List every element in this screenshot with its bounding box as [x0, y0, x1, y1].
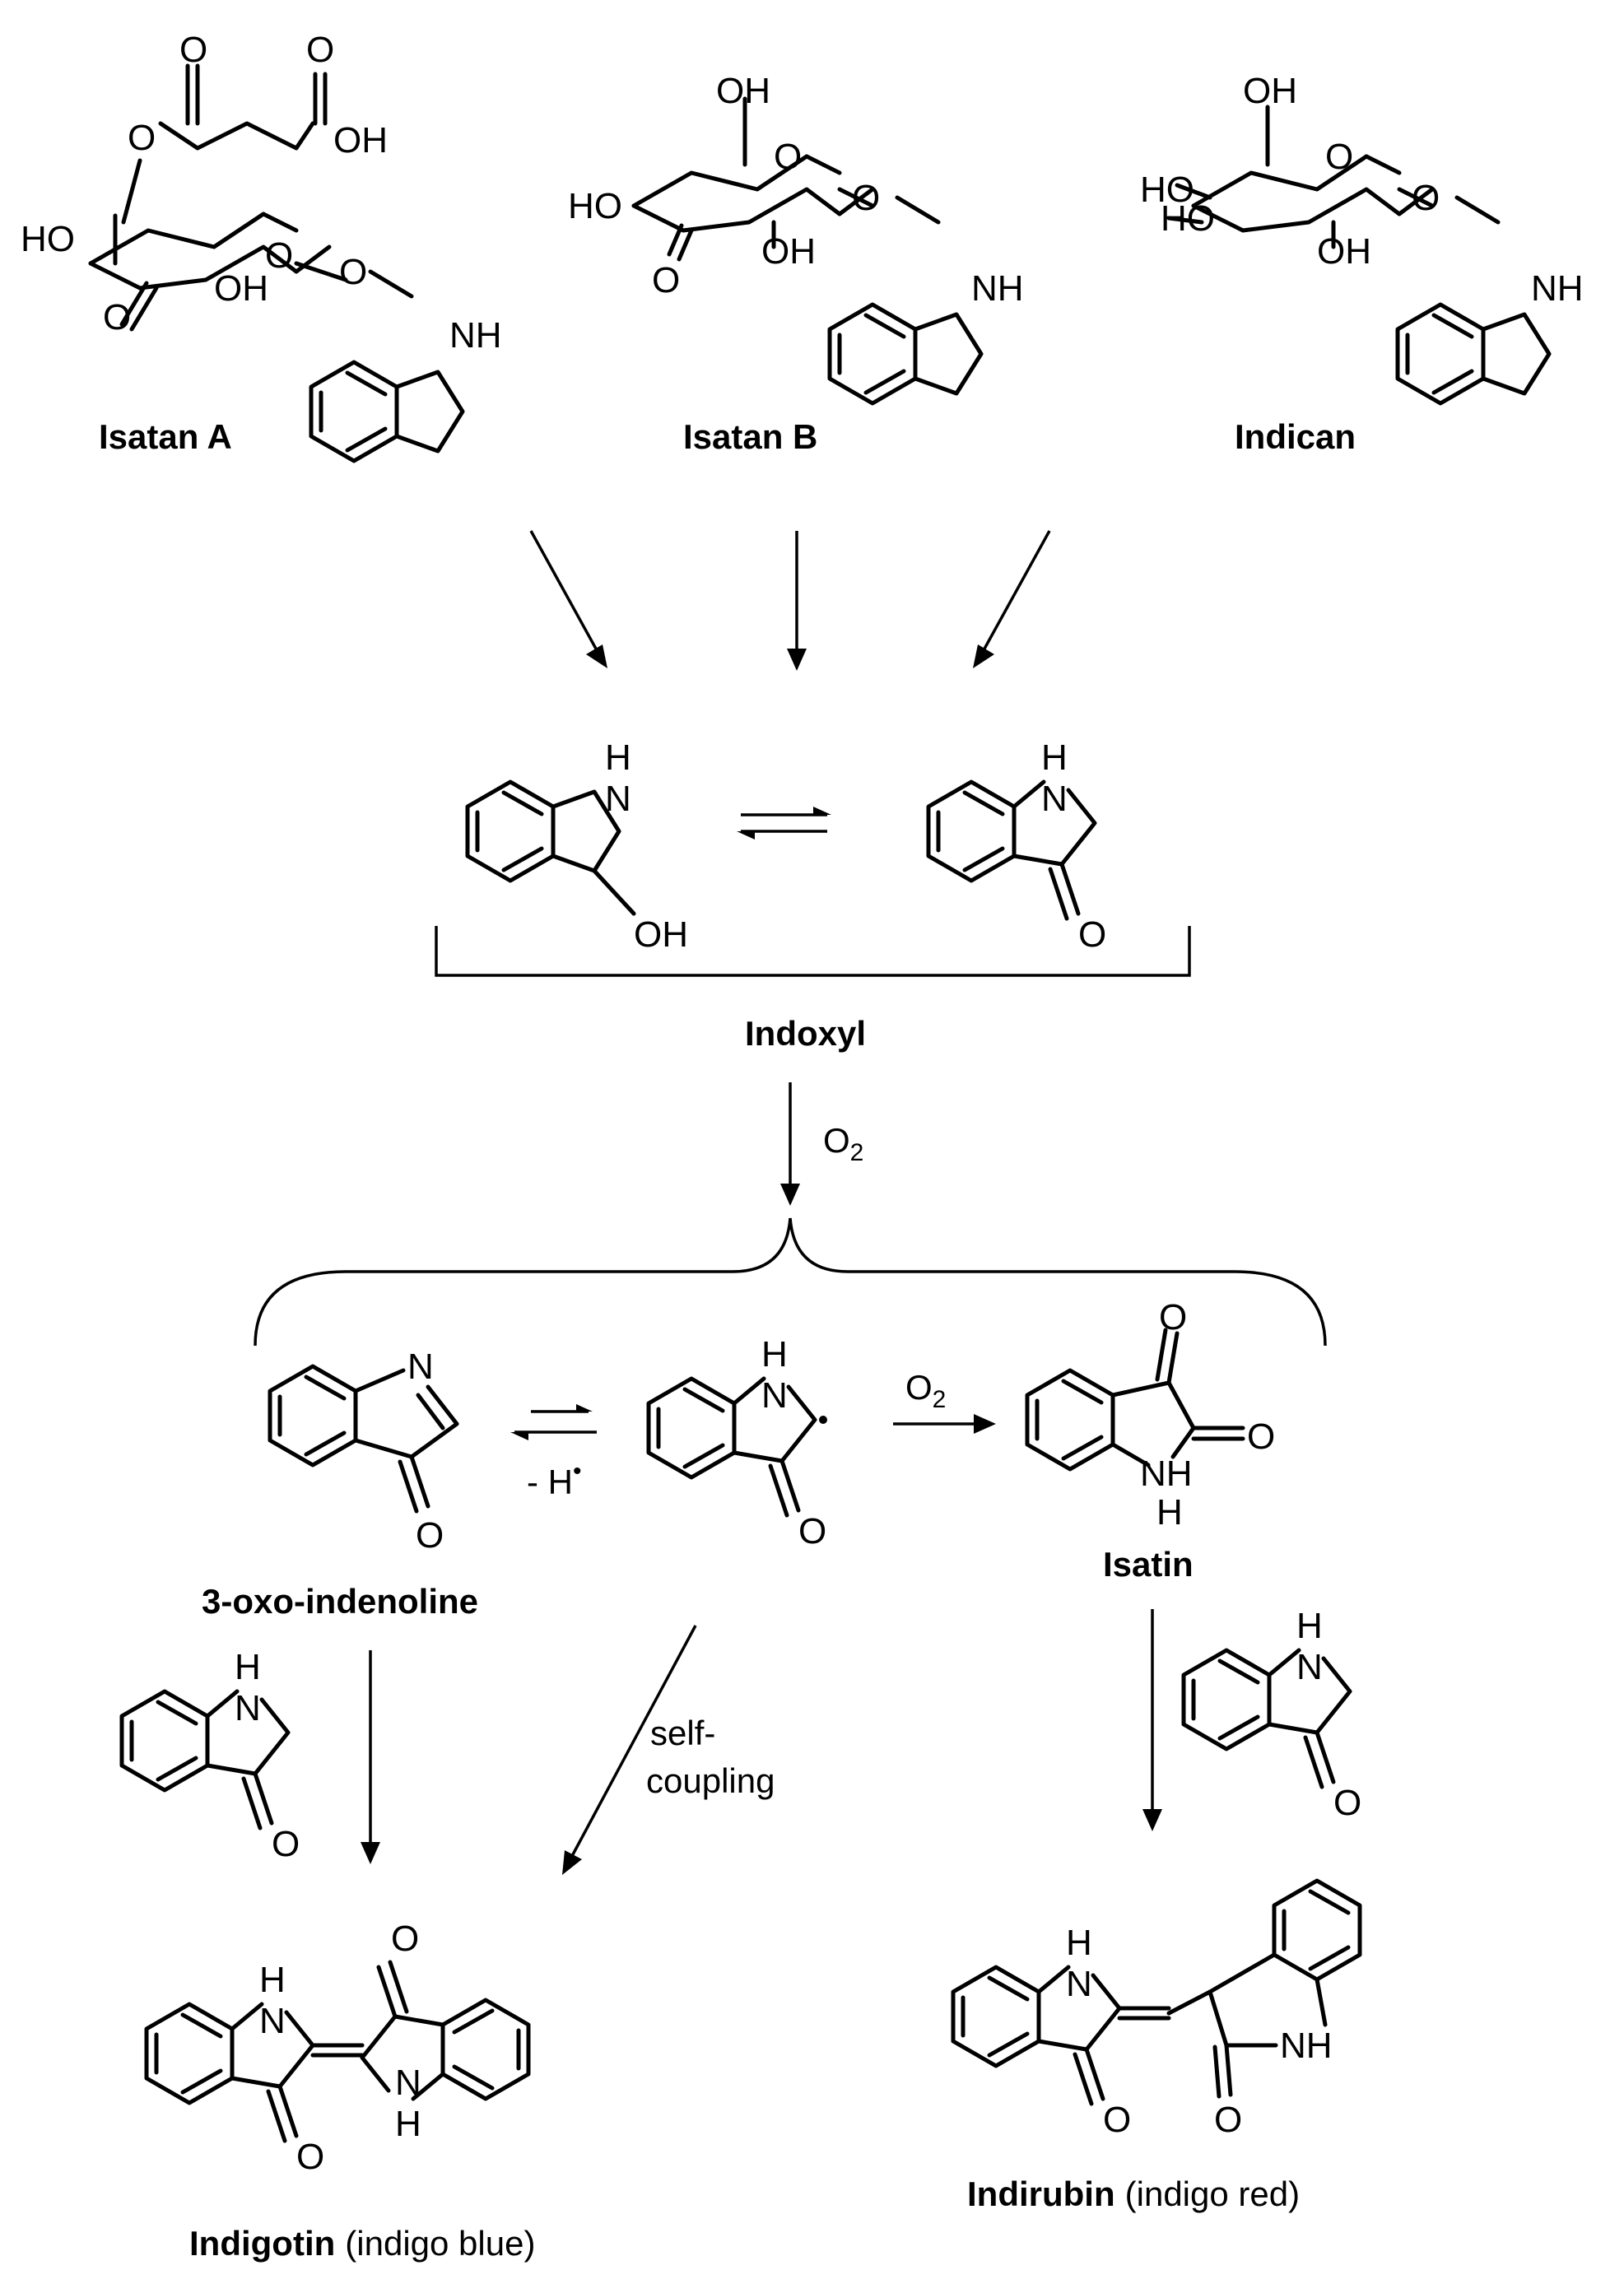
atom-o: O	[774, 137, 802, 177]
oxidation-arrow	[780, 1082, 800, 1206]
indigotin-structure: H N O O N H	[147, 1919, 528, 2177]
atom-n: N	[407, 1347, 434, 1387]
indoxyl-bracket	[435, 926, 1191, 977]
atom-o: O	[272, 1824, 300, 1864]
atom-oh: OH	[1317, 231, 1371, 272]
atom-o: O	[103, 297, 131, 337]
label-indoxyl: Indoxyl	[745, 1014, 866, 1053]
atom-n: N	[259, 2001, 286, 2041]
atom-o: O	[852, 178, 880, 218]
arrows-to-indoxyl	[529, 530, 1051, 671]
isatan-b-structure: OH HO O OH O O NH	[568, 71, 1024, 403]
radical-equilibrium-arrows	[510, 1404, 597, 1440]
atom-n: N	[1066, 1964, 1092, 2004]
atom-h: H	[1296, 1606, 1323, 1646]
arrow-to-indigotin-left	[361, 1650, 380, 1864]
indoxyl-reagent-left: H N O	[122, 1647, 300, 1864]
atom-nh: NH	[1531, 268, 1584, 309]
reagent-self-coupling: self-	[650, 1714, 715, 1752]
intermediates-brace	[254, 1217, 1327, 1347]
atom-n: N	[605, 779, 631, 819]
atom-ho: HO	[21, 219, 75, 259]
atom-h: H	[235, 1647, 261, 1687]
atom-n: N	[235, 1688, 261, 1728]
oxo-indenoline-structure: N O	[268, 1347, 459, 1556]
atom-ho: HO	[1140, 170, 1194, 210]
atom-o: O	[179, 30, 207, 70]
self-coupling-arrow	[562, 1625, 697, 1875]
atom-o: O	[1325, 137, 1353, 177]
atom-o: O	[1247, 1416, 1275, 1457]
atom-oh: OH	[716, 71, 770, 111]
label-indican: Indican	[1235, 417, 1356, 456]
indirubin-structure: H N O NH O	[953, 1878, 1362, 2140]
atom-o: O	[652, 260, 680, 300]
atom-oh: OH	[214, 268, 268, 309]
reagent-minus-h: - H•	[527, 1458, 582, 1501]
atom-oh: OH	[761, 231, 816, 272]
label-isatin: Isatin	[1103, 1545, 1194, 1584]
atom-ho: HO	[1161, 198, 1215, 239]
atom-nh: NH	[971, 268, 1024, 309]
atom-nh: NH	[449, 315, 502, 356]
label-isatan-a: Isatan A	[99, 417, 232, 456]
indoxyl-radical-structure: H N O	[649, 1334, 827, 1551]
atom-h: H	[1066, 1923, 1092, 1963]
label-indigotin: Indigotin(indigo blue)	[189, 2224, 535, 2263]
atom-n: N	[1041, 779, 1068, 819]
atom-h: H	[1041, 737, 1068, 778]
oxidation-to-isatin-arrow	[893, 1414, 996, 1434]
atom-o: O	[296, 2137, 324, 2177]
indoxyl-keto-structure: H N O	[928, 737, 1106, 955]
atom-o: O	[339, 252, 367, 292]
atom-nh: NH	[1140, 1454, 1193, 1494]
arrow-to-indirubin	[1142, 1609, 1162, 1831]
atom-o: O	[416, 1515, 444, 1556]
indoxyl-reagent-right: H N O	[1184, 1606, 1361, 1823]
isatan-a-structure: O O O OH HO O OH O O NH	[21, 30, 502, 461]
reagent-o2: O2	[823, 1121, 863, 1166]
isatin-structure: O O NH H	[1025, 1297, 1275, 1533]
atom-oh: OH	[1243, 71, 1297, 111]
label-oxo-indenoline: 3-oxo-indenoline	[202, 1582, 478, 1621]
label-isatan-b: Isatan B	[683, 417, 817, 456]
reagent-self-coupling: coupling	[646, 1761, 775, 1800]
atom-o: O	[798, 1511, 826, 1551]
atom-h: H	[1156, 1492, 1183, 1533]
atom-o: O	[1333, 1783, 1361, 1823]
atom-n: N	[761, 1375, 788, 1416]
radical-dot	[819, 1416, 827, 1424]
atom-o: O	[1103, 2100, 1131, 2140]
atom-h: H	[605, 737, 631, 778]
indoxyl-enol-structure: H N OH	[468, 737, 688, 955]
atom-o: O	[1159, 1297, 1187, 1337]
atom-h: H	[259, 1960, 286, 2000]
atom-o: O	[1412, 178, 1440, 218]
atom-o: O	[1214, 2100, 1242, 2140]
atom-o: O	[306, 30, 334, 70]
atom-o: O	[128, 118, 156, 158]
atom-o: O	[391, 1919, 419, 1959]
label-indirubin: Indirubin(indigo red)	[967, 2175, 1300, 2213]
atom-ho: HO	[568, 186, 622, 226]
atom-oh: OH	[634, 914, 688, 955]
atom-o: O	[1078, 914, 1106, 955]
atom-oh: OH	[333, 120, 388, 160]
atom-o: O	[265, 235, 293, 276]
indican-structure: OH HO HO OH O O NH	[1140, 71, 1584, 403]
atom-nh: NH	[1280, 2026, 1333, 2066]
tautomer-equilibrium-arrows	[737, 807, 831, 840]
atom-h: H	[395, 2104, 421, 2144]
reagent-o2: O2	[905, 1368, 946, 1413]
atom-n: N	[395, 2063, 421, 2103]
atom-n: N	[1296, 1647, 1323, 1687]
atom-h: H	[761, 1334, 788, 1375]
